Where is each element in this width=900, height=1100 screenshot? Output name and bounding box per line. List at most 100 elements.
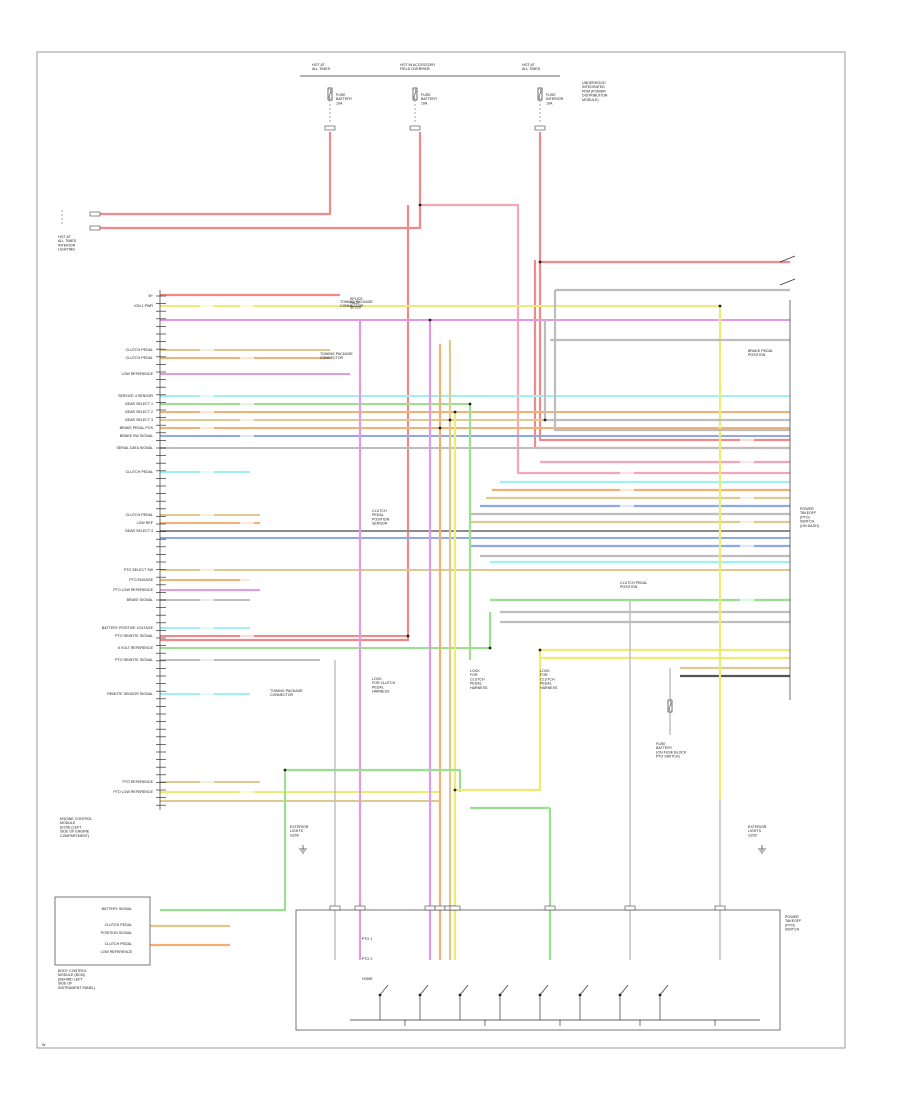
hot-at-all-times-source-1: ALL TIMES xyxy=(312,67,331,71)
pto-module-pin-3 xyxy=(434,905,446,911)
lock-note-3: CLUTCH xyxy=(540,677,555,681)
wire-color-tag xyxy=(740,543,754,549)
left-ground-note: INTERIOR xyxy=(58,243,76,247)
clutch-note: PEDAL xyxy=(372,513,384,517)
connector-label-5: CONNECTOR xyxy=(320,356,343,360)
bcm-outline xyxy=(54,896,151,966)
pto-module-pin-0 xyxy=(329,905,341,911)
clutch-note-2: CLUTCH PEDAL xyxy=(620,581,647,585)
right-module-name: (ON DASH) xyxy=(800,524,819,528)
brake-switch-blade xyxy=(779,255,796,263)
hot-at-all-times-source-2: HOT AT xyxy=(522,63,535,67)
wire-color-tag xyxy=(240,633,254,639)
ecm-pin-label: BRAKE SIGNAL xyxy=(127,598,153,602)
wire-color-tag xyxy=(620,503,634,509)
ground-note-1: LIGHTS xyxy=(290,829,304,833)
splice-dot xyxy=(538,648,542,652)
footer-code: W xyxy=(42,1043,46,1047)
wire-color-tag xyxy=(240,789,254,795)
pto-module-row: HOME xyxy=(362,977,373,981)
pto-module-name: POWER xyxy=(785,915,799,919)
fuse-1-element xyxy=(328,88,332,100)
fuse-3-label: INTERIOR xyxy=(546,97,564,101)
red-wire-7 xyxy=(160,205,410,642)
bcm-pin-label: BATTERY SIGNAL xyxy=(102,907,132,911)
wire-color-tag xyxy=(200,512,214,518)
ground-note-2: LIGHTS xyxy=(748,829,762,833)
wire-color-tag xyxy=(200,567,214,573)
pto-module-pin-6 xyxy=(544,905,556,911)
pto-module-name: TAKEOFF xyxy=(785,919,802,923)
ecm-pin-label: LOW REF xyxy=(137,521,154,525)
hot-in-accessory-source: HOT IN ACCESSORY xyxy=(400,63,436,67)
wire-color-tag xyxy=(200,597,214,603)
wire-color-tag xyxy=(240,577,254,583)
fuse-block-bottom-note: (ON FUSE BLOCK xyxy=(656,750,687,754)
splice-red-2 xyxy=(538,260,542,264)
wire-color-tag xyxy=(200,469,214,475)
ecm-pin-label: B+ xyxy=(149,294,154,298)
splice-dot xyxy=(488,646,492,650)
brake-switch-blade-2 xyxy=(779,278,796,286)
lock-note-1: HARNESS xyxy=(372,690,390,694)
fuse-block-bottom-note: BATTERY xyxy=(656,746,673,750)
ecm-pin-label: BATTERY POSITIVE VOLTAGE xyxy=(102,626,154,630)
red-wire-3 xyxy=(538,132,790,442)
pto-module-pin-2 xyxy=(424,905,436,911)
clutch-note: POSITION xyxy=(372,517,390,521)
brake-switch-name: POSITION xyxy=(748,353,766,357)
hot-at-all-times-source-2: ALL TIMES xyxy=(522,67,541,71)
wire-color-tag xyxy=(200,347,214,353)
wire-color-tag xyxy=(240,433,254,439)
vertical-green4 xyxy=(285,768,462,792)
ground-note-2: EXTERIOR xyxy=(748,825,767,829)
splice-dot xyxy=(453,410,457,414)
lock-note-1: LOCK xyxy=(372,677,382,681)
ecm-name: SIDE OF ENGINE xyxy=(60,830,90,834)
pdm-note: DISTRIBUTION xyxy=(582,94,608,98)
ecm-pin-label: LOW REFERENCE xyxy=(122,372,154,376)
wire-color-tag xyxy=(620,470,634,476)
lock-note-3: PEDAL xyxy=(540,682,552,686)
left-connector-2 xyxy=(89,225,101,231)
wire-color-tag xyxy=(200,425,214,431)
wire-color-tag xyxy=(200,625,214,631)
right-module-name: POWER xyxy=(800,507,814,511)
wire-color-tag xyxy=(740,597,754,603)
connector-label-1: CONNECTOR xyxy=(270,693,293,697)
lock-note-2: FOR xyxy=(470,673,478,677)
right-module-name: SWITCH xyxy=(800,520,815,524)
pto-module-pin-8 xyxy=(714,905,726,911)
ecm-pin-label: PTO REMOTE SIGNAL xyxy=(115,658,153,662)
fuse-1-label: 10A xyxy=(336,101,343,105)
fuse-2-connector xyxy=(409,125,421,131)
ecm-pin-label: PTO ENGAGE xyxy=(129,578,153,582)
wire-color-tag xyxy=(240,303,254,309)
wire-color-tag xyxy=(200,779,214,785)
wire-color-tag xyxy=(200,409,214,415)
pto-switch-blade-3 xyxy=(499,984,509,996)
fuse-2-label: FUSE xyxy=(421,93,431,97)
pto-module-row: PTO 2 xyxy=(362,957,372,961)
wire-color-tag xyxy=(200,691,214,697)
fuse-1-label: FUSE xyxy=(336,93,346,97)
ecm-pin-label: GEAR SELECT 3 xyxy=(125,418,153,422)
ecm-pin-label: CLUTCH PEDAL xyxy=(126,513,153,517)
pto-switch-blade-0 xyxy=(379,984,389,996)
vertical-gray2 xyxy=(553,290,790,432)
lock-note-1: PEDAL xyxy=(372,685,384,689)
lock-note-2: CLUTCH xyxy=(470,677,485,681)
connector-label-3: CONNECTOR xyxy=(340,304,363,308)
ecm-name: MODULE xyxy=(60,821,76,825)
ecm-pin-label: PTO REFERENCE xyxy=(123,780,154,784)
wire-color-tag xyxy=(200,303,214,309)
pdm-note: MODULE) xyxy=(582,98,599,102)
splice-note: SPLICE xyxy=(350,297,363,301)
pto-switch-blade-2 xyxy=(459,984,469,996)
splice-dot xyxy=(406,634,410,638)
fuse-3-label: 10A xyxy=(546,101,553,105)
red-wire-1 xyxy=(100,132,332,216)
ecm-name: ENGINE CONTROL xyxy=(60,817,92,821)
